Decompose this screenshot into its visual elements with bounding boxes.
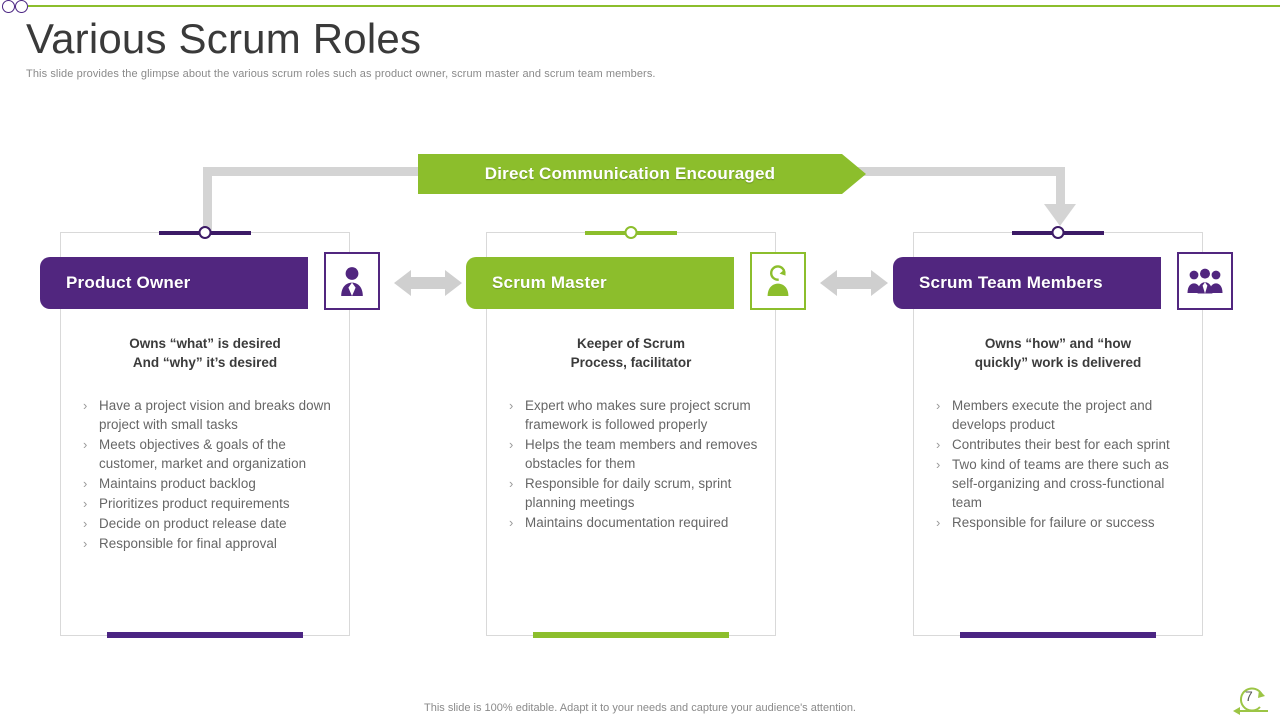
card-top-marker	[1012, 225, 1104, 241]
list-item: › Responsible for final approval	[79, 534, 337, 553]
list-item: › Decide on product release date	[79, 514, 337, 533]
bullet-list: › Members execute the project and develop…	[932, 396, 1190, 533]
role-header-pill[interactable]: Scrum Master	[466, 257, 734, 309]
card-subtitle-line2: And “why” it’s desired	[132, 355, 278, 370]
card-subtitle: Owns “what” is desired And “why” it’s de…	[71, 334, 339, 372]
role-title: Scrum Team Members	[919, 273, 1103, 292]
chevron-right-icon: ›	[936, 437, 941, 452]
list-item: › Prioritizes product requirements	[79, 494, 337, 513]
card-subtitle-line2: quickly” work is delivered	[974, 355, 1142, 370]
flow-connector-right-vertical	[1056, 167, 1065, 209]
role-header-pill[interactable]: Scrum Team Members	[893, 257, 1161, 309]
card-subtitle-line1: Keeper of Scrum	[576, 336, 686, 351]
list-item: › Helps the team members and removes obst…	[505, 435, 763, 473]
card-subtitle-line1: Owns “what” is desired	[129, 336, 281, 351]
card-accent-bar	[107, 632, 303, 638]
list-item-text: Decide on product release date	[99, 516, 287, 531]
sprint-cycle-icon	[1228, 681, 1276, 717]
marker-dot-icon	[624, 226, 638, 239]
chevron-right-icon: ›	[509, 476, 514, 491]
card-accent-bar	[533, 632, 729, 638]
chevron-right-icon: ›	[936, 457, 941, 472]
role-card-scrum-team-members[interactable]: Scrum Team Members Owns “how” and “how q…	[893, 226, 1233, 638]
card-subtitle-line2: Process, facilitator	[570, 355, 692, 370]
list-item: › Responsible for daily scrum, sprint pla…	[505, 474, 763, 512]
list-item: › Two kind of teams are there such as sel…	[932, 455, 1190, 512]
chevron-right-icon: ›	[83, 437, 88, 452]
role-card-product-owner[interactable]: Product Owner Owns “what” is desired And…	[40, 226, 380, 638]
chevron-right-icon: ›	[83, 536, 88, 551]
page-number: 7	[1245, 688, 1253, 704]
chevron-right-icon: ›	[83, 496, 88, 511]
list-item-text: Responsible for final approval	[99, 536, 277, 551]
list-item-text: Expert who makes sure project scrum fram…	[525, 398, 751, 432]
person-icon	[324, 252, 380, 310]
top-ring-icon-2	[15, 0, 28, 13]
role-card-scrum-master[interactable]: Scrum Master Keeper of Scrum Process, fa…	[466, 226, 806, 638]
page-subtitle: This slide provides the glimpse about th…	[26, 68, 656, 80]
top-ring-icon-1	[2, 0, 15, 13]
banner-label: Direct Communication Encouraged	[484, 164, 776, 183]
list-item-text: Prioritizes product requirements	[99, 496, 290, 511]
card-subtitle: Keeper of Scrum Process, facilitator	[497, 334, 765, 372]
marker-dot-icon	[1051, 226, 1065, 239]
list-item-text: Maintains product backlog	[99, 476, 256, 491]
chevron-right-icon: ›	[509, 398, 514, 413]
flow-arrow-down-icon	[1044, 204, 1076, 226]
card-subtitle: Owns “how” and “how quickly” work is del…	[924, 334, 1192, 372]
chevron-right-icon: ›	[83, 516, 88, 531]
person-refresh-icon	[750, 252, 806, 310]
double-arrow-icon	[820, 268, 888, 298]
chevron-right-icon: ›	[936, 398, 941, 413]
list-item: › Have a project vision and breaks down p…	[79, 396, 337, 434]
chevron-right-icon: ›	[83, 398, 88, 413]
marker-dot-icon	[198, 226, 212, 239]
card-top-marker	[159, 225, 251, 241]
bullet-list: › Have a project vision and breaks down p…	[79, 396, 337, 554]
direct-communication-banner: Direct Communication Encouraged	[418, 154, 842, 194]
list-item-text: Two kind of teams are there such as self…	[952, 457, 1169, 510]
chevron-right-icon: ›	[509, 515, 514, 530]
footer-note: This slide is 100% editable. Adapt it to…	[424, 702, 856, 714]
list-item-text: Responsible for failure or success	[952, 515, 1155, 530]
role-header-pill[interactable]: Product Owner	[40, 257, 308, 309]
card-subtitle-line1: Owns “how” and “how	[984, 336, 1132, 351]
top-accent-rule	[28, 5, 1280, 7]
list-item: › Contributes their best for each sprint	[932, 435, 1190, 454]
list-item: › Responsible for failure or success	[932, 513, 1190, 532]
page-title: Various Scrum Roles	[26, 15, 422, 62]
list-item-text: Contributes their best for each sprint	[952, 437, 1170, 452]
bullet-list: › Expert who makes sure project scrum fra…	[505, 396, 763, 533]
flow-connector-left-vertical	[203, 167, 212, 235]
list-item: › Members execute the project and develop…	[932, 396, 1190, 434]
chevron-right-icon: ›	[83, 476, 88, 491]
list-item: › Maintains documentation required	[505, 513, 763, 532]
card-accent-bar	[960, 632, 1156, 638]
list-item: › Expert who makes sure project scrum fra…	[505, 396, 763, 434]
list-item-text: Meets objectives & goals of the customer…	[99, 437, 307, 471]
list-item: › Meets objectives & goals of the custome…	[79, 435, 337, 473]
role-title: Scrum Master	[492, 273, 607, 292]
list-item-text: Helps the team members and removes obsta…	[525, 437, 758, 471]
card-top-marker	[585, 225, 677, 241]
chevron-right-icon: ›	[509, 437, 514, 452]
list-item-text: Maintains documentation required	[525, 515, 729, 530]
double-arrow-icon	[394, 268, 462, 298]
role-title: Product Owner	[66, 273, 191, 292]
list-item-text: Responsible for daily scrum, sprint plan…	[525, 476, 732, 510]
list-item-text: Members execute the project and develops…	[952, 398, 1153, 432]
banner-arrow-tip-icon	[842, 154, 866, 194]
list-item-text: Have a project vision and breaks down pr…	[99, 398, 331, 432]
people-group-icon	[1177, 252, 1233, 310]
list-item: › Maintains product backlog	[79, 474, 337, 493]
chevron-right-icon: ›	[936, 515, 941, 530]
